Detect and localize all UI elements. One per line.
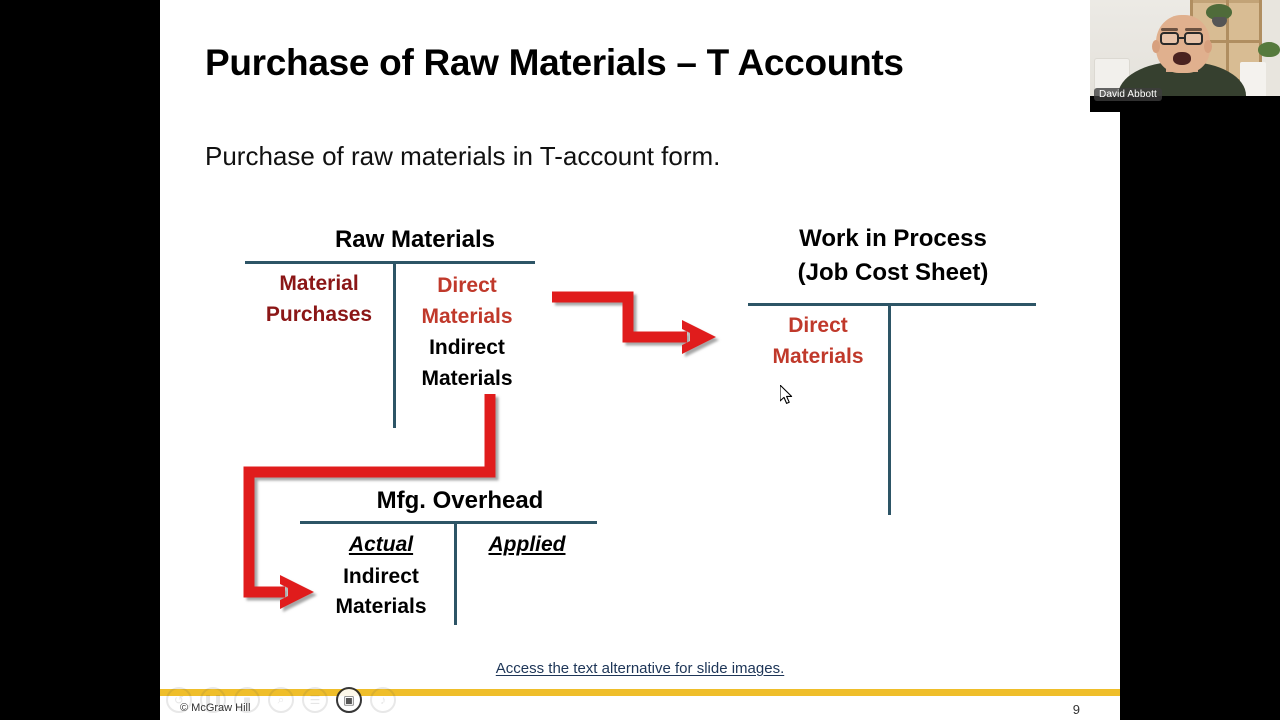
notes-icon[interactable]: ☰ [302, 687, 328, 713]
slide-canvas: Purchase of Raw Materials – T Accounts P… [160, 0, 1120, 720]
plant-pot [1212, 17, 1227, 27]
accent-bar [160, 689, 1120, 696]
person-ear-left [1152, 40, 1160, 53]
bookshelf-shelf [1190, 40, 1262, 43]
audio-icon[interactable]: ♪ [370, 687, 396, 713]
person-brow-right [1185, 28, 1202, 31]
person-brow-left [1161, 28, 1178, 31]
letterbox-right [1120, 0, 1280, 720]
stop-icon[interactable]: ■ [234, 687, 260, 713]
flow-arrows: Work in Process --> Mfg. Overhead (Actua… [243, 291, 716, 609]
letterbox-left [0, 0, 160, 720]
glasses-bridge [1179, 37, 1185, 39]
slide-subtitle: Purchase of raw materials in T-account f… [205, 141, 721, 171]
camera-control[interactable]: ▣ [160, 683, 420, 720]
entry-indirect-materials-line1: Indirect [429, 336, 505, 359]
entry-direct-materials-line1: Direct [437, 274, 497, 297]
arrow-direct-materials-to-wip [552, 291, 716, 354]
mouse-cursor [780, 385, 793, 404]
bookshelf-edge [1259, 0, 1262, 112]
t-rule-horizontal-mfg-overhead [300, 521, 597, 524]
entry-moh-indirect-materials-line1: Indirect [343, 565, 419, 588]
page-number: 9 [1072, 702, 1080, 717]
entry-material-purchases-line1: Material [279, 272, 359, 295]
webcam-overlay[interactable]: David Abbott [1090, 0, 1280, 112]
t-rule-vertical-work-in-process [888, 303, 891, 515]
entry-direct-materials-line2: Materials [421, 305, 513, 328]
zoom-icon[interactable]: ⌕ [268, 687, 294, 713]
entry-indirect-materials-line2: Materials [421, 367, 513, 390]
player-control-bar[interactable]: ↺ ❚❚ ■ ⌕ ☰ ♪ [160, 683, 420, 720]
t-rule-horizontal-work-in-process [748, 303, 1036, 306]
glasses-lens-right [1184, 32, 1203, 45]
t-account-title-work-in-process: Work in Process [799, 225, 987, 252]
entry-wip-direct-materials-line2: Materials [772, 345, 864, 368]
t-account-subtitle-job-cost-sheet: (Job Cost Sheet) [797, 259, 989, 286]
t-account-title-raw-materials: Raw Materials [334, 226, 496, 253]
t-rule-vertical-raw-materials [393, 261, 396, 428]
column-header-actual: Actual [348, 533, 414, 556]
camera-icon[interactable]: ▣ [336, 687, 362, 713]
plant-icon-secondary [1258, 42, 1280, 57]
alt-text-link[interactable]: Access the text alternative for slide im… [495, 660, 785, 677]
entry-moh-indirect-materials-line2: Materials [335, 595, 427, 618]
page-title: Purchase of Raw Materials – T Accounts [205, 42, 904, 83]
column-header-applied: Applied [488, 533, 566, 556]
entry-material-purchases-line2: Purchases [265, 303, 373, 326]
pause-icon[interactable]: ❚❚ [200, 687, 226, 713]
person-ear-right [1204, 40, 1212, 53]
t-account-title-mfg-overhead: Mfg. Overhead [376, 487, 544, 514]
glasses-lens-left [1160, 32, 1179, 45]
participant-name-label: David Abbott [1094, 88, 1162, 101]
t-rule-horizontal-raw-materials [245, 261, 535, 264]
rewind-icon[interactable]: ↺ [166, 687, 192, 713]
entry-wip-direct-materials-line1: Direct [788, 314, 848, 337]
plant-icon [1206, 4, 1232, 20]
person-mouth [1173, 52, 1191, 65]
